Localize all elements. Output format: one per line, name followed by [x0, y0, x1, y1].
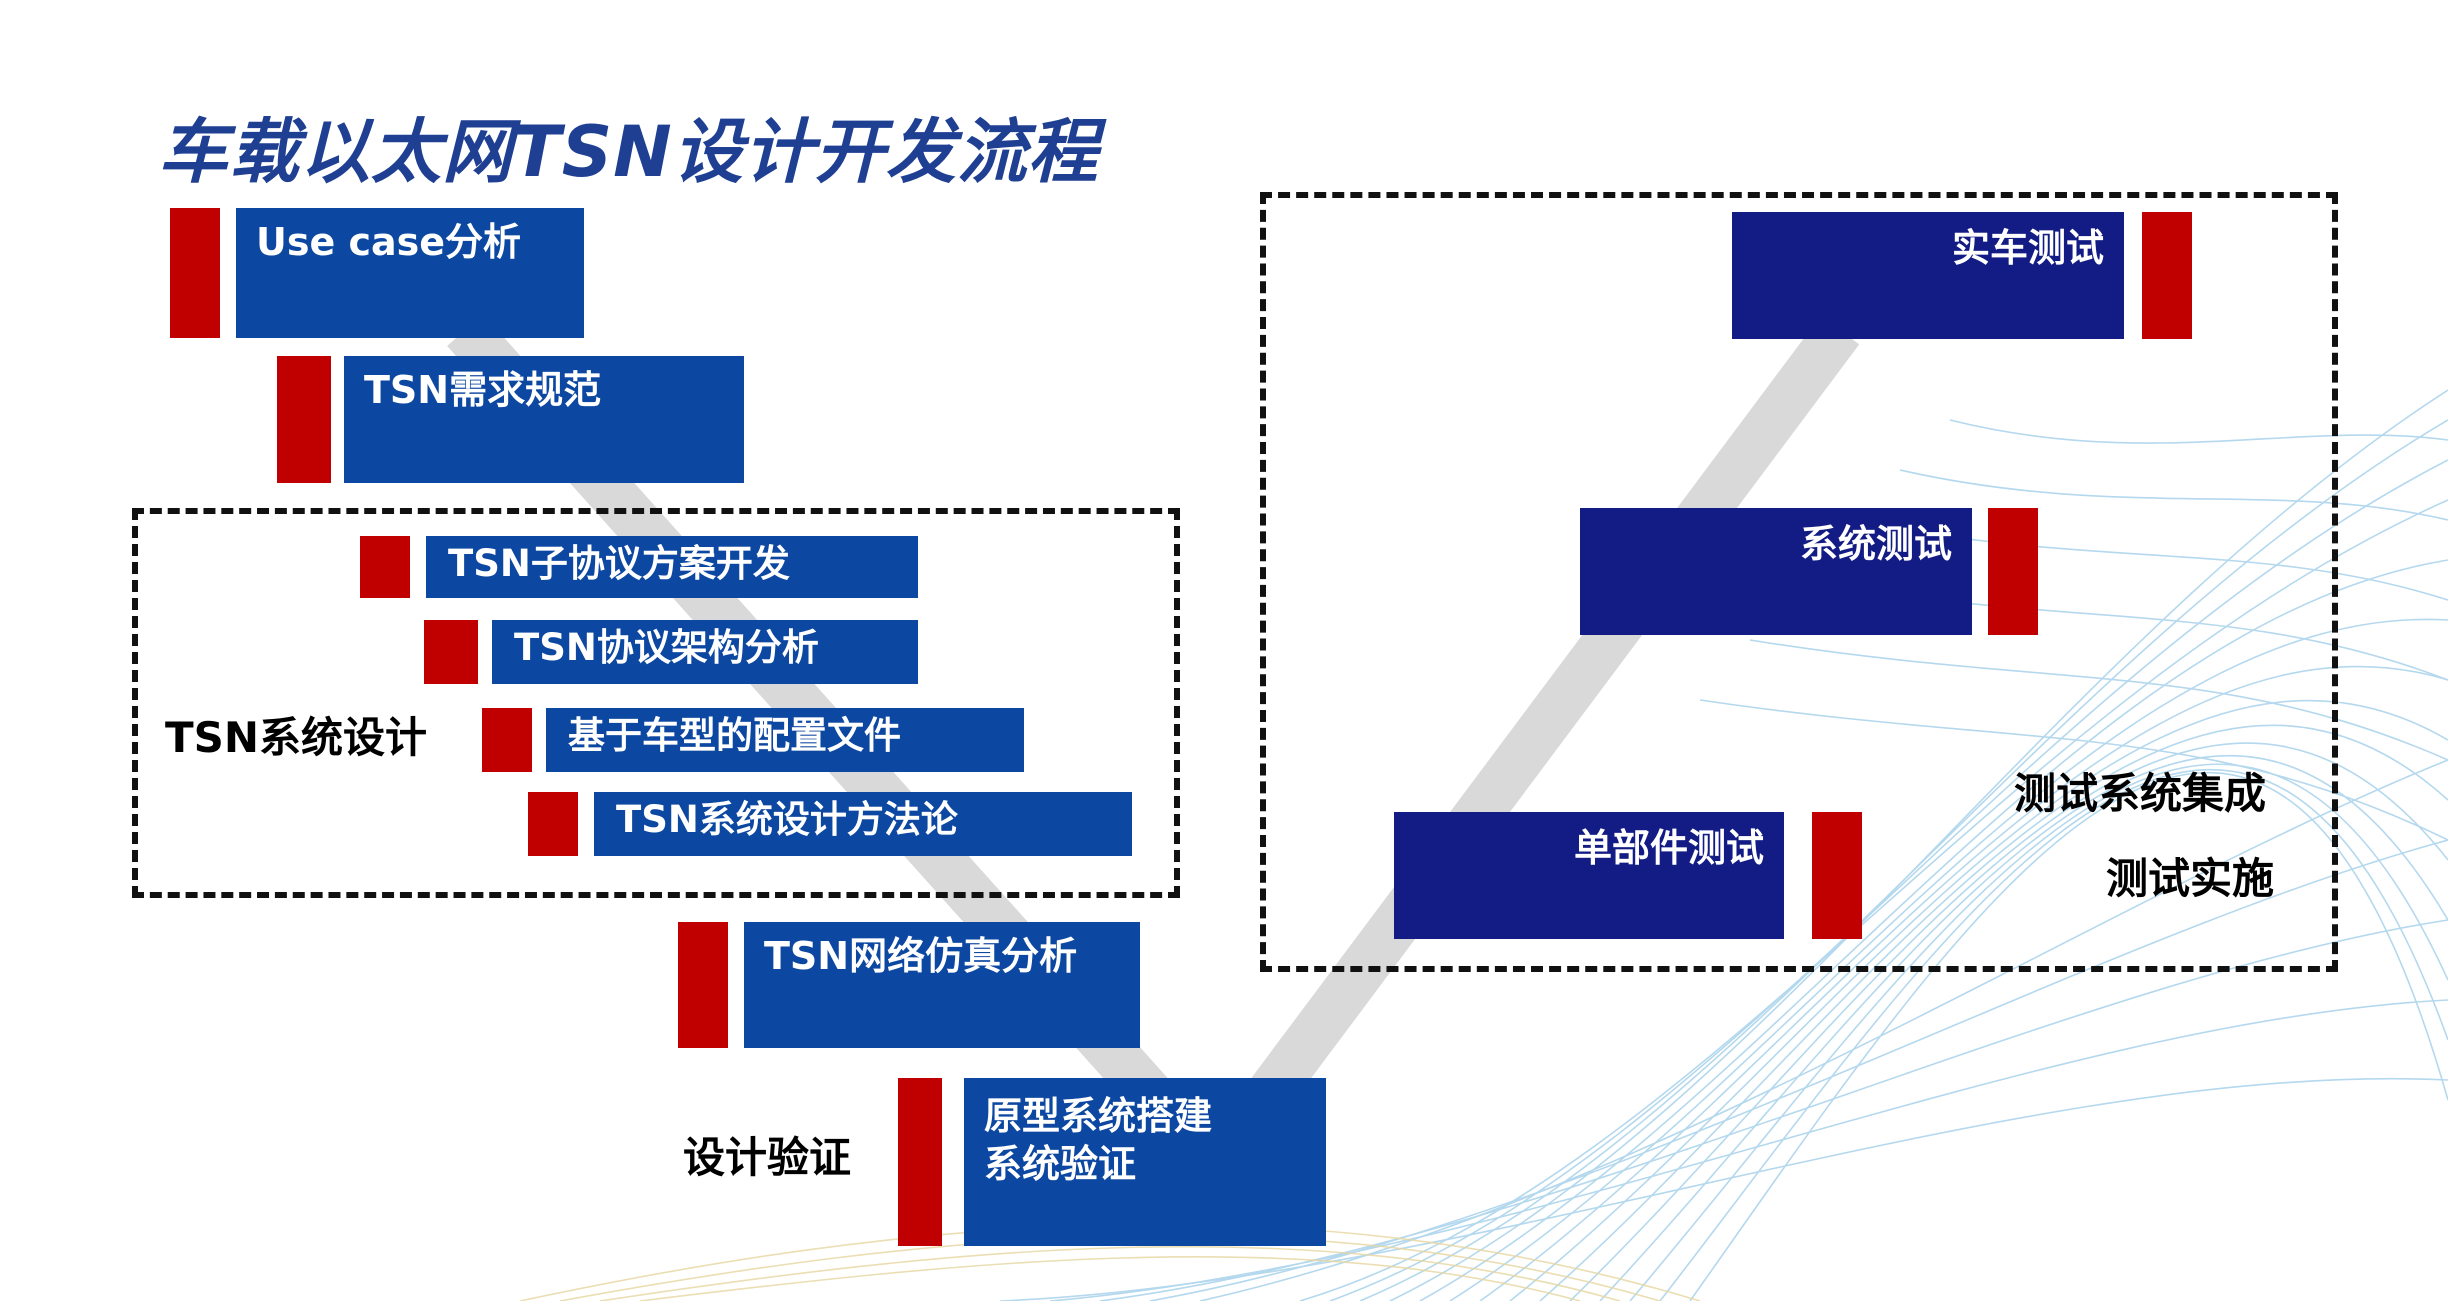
protocol-arch-step: TSN协议架构分析 — [492, 620, 918, 684]
protocol-arch-marker — [424, 620, 478, 684]
system-design-group-frame — [132, 508, 1180, 898]
system-test-marker — [1988, 508, 2038, 635]
sub-protocol-marker — [360, 536, 410, 598]
prototype-line1: 原型系统搭建 — [984, 1094, 1213, 1138]
prototype-marker — [898, 1078, 942, 1246]
methodology-step: TSN系统设计方法论 — [594, 792, 1132, 856]
system-test-step: 系统测试 — [1580, 508, 1972, 635]
wave-mesh-decoration — [519, 389, 2448, 1301]
design-verification-label: 设计验证 — [683, 1133, 852, 1182]
methodology-marker — [528, 792, 578, 856]
page-title: 车载以太网TSN设计开发流程 — [158, 111, 1099, 193]
requirements-step: TSN需求规范 — [344, 356, 744, 483]
component-test-marker — [1812, 812, 1862, 939]
component-test-step: 单部件测试 — [1394, 812, 1784, 939]
vehicle-test-marker — [2142, 212, 2192, 339]
vehicle-config-marker — [482, 708, 532, 772]
prototype-line2: 系统验证 — [984, 1142, 1137, 1186]
use-case-step: Use case分析 — [236, 208, 584, 338]
prototype-step: 原型系统搭建 系统验证 — [964, 1078, 1326, 1246]
test-group-frame — [1260, 192, 2338, 972]
network-simulation-marker — [678, 922, 728, 1048]
vehicle-test-step: 实车测试 — [1732, 212, 2124, 339]
use-case-marker — [170, 208, 220, 338]
system-design-group-label: TSN系统设计 — [165, 713, 428, 762]
requirements-marker — [277, 356, 331, 483]
sub-protocol-step: TSN子协议方案开发 — [426, 536, 918, 598]
network-simulation-step: TSN网络仿真分析 — [744, 922, 1140, 1048]
vehicle-config-step: 基于车型的配置文件 — [546, 708, 1024, 772]
test-implementation-label: 测试实施 — [2106, 854, 2275, 903]
test-integration-label: 测试系统集成 — [2014, 769, 2267, 818]
